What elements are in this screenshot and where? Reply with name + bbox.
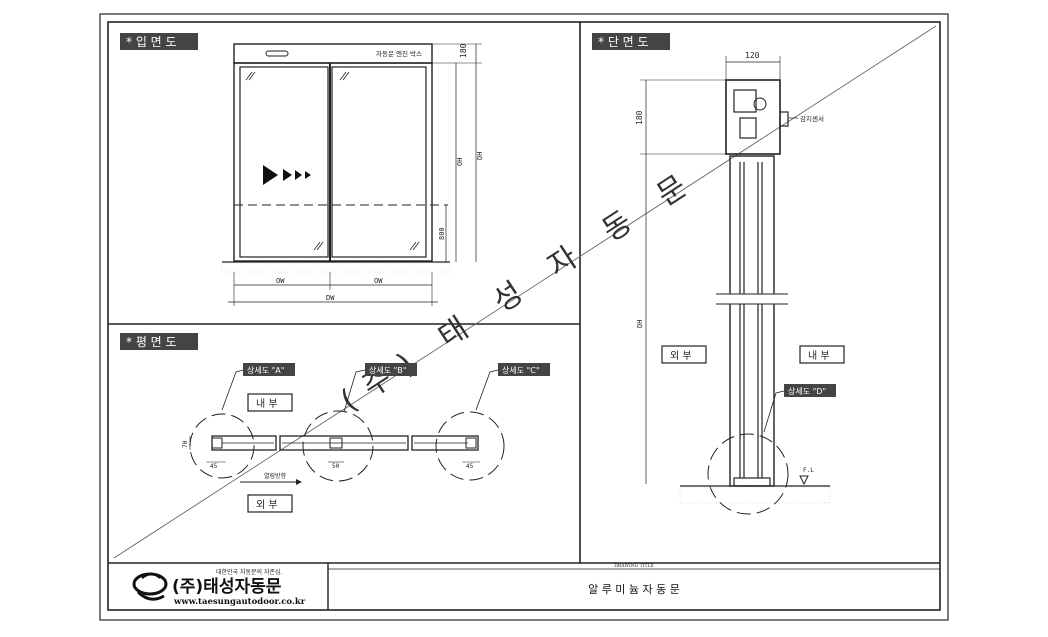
direction-arrow-2 [283, 169, 292, 181]
open-direction-arrowhead [296, 479, 302, 485]
watermark-diagonal [113, 25, 937, 559]
detail-c-tag [498, 363, 550, 376]
watermark-text: (주) 태 성 자 동 문 [335, 161, 705, 418]
dim-45c-label: 45 [466, 463, 474, 470]
section-floor-hatch [679, 486, 831, 504]
plan-outside-box [247, 494, 293, 513]
dim-section-dh-label: DH [636, 320, 644, 328]
detail-b-tag [365, 363, 417, 376]
detail-d-leader [763, 390, 785, 433]
detail-b-leader [343, 369, 366, 413]
dim-70-label: 70 [182, 440, 189, 448]
plan-profile-middle-lock [329, 437, 343, 449]
dim-ow-right-label: OW [374, 277, 383, 285]
section-outside-box [661, 345, 707, 364]
glass-reflection-2 [248, 71, 256, 81]
glass-reflection-5 [313, 241, 321, 251]
detail-b-label: 상세도 "B" [369, 365, 406, 375]
section-title: * 단 면 도 [598, 35, 649, 49]
plan-title: * 평 면 도 [126, 335, 177, 349]
direction-arrow-3 [295, 170, 302, 180]
plan-profile-left-end [211, 437, 223, 449]
door-leaf-left [239, 66, 329, 258]
detail-a-label: 상세도 "A" [247, 365, 284, 375]
plan-outside-label: 외 부 [256, 499, 278, 511]
fl-label: F.L [803, 467, 814, 474]
company-website: www.taesungautodoor.co.kr [173, 597, 306, 607]
header-pulley [753, 97, 767, 111]
section-break-mark [716, 294, 788, 304]
company-slogan: 대한민국 자동문의 자존심. [216, 568, 283, 576]
dim-section-180-label: 180 [635, 110, 644, 125]
glass-reflection-1 [245, 71, 253, 81]
drawing-title: 알 루 미 늄 자 동 문 [588, 582, 680, 596]
glass-reflection-6 [316, 241, 324, 251]
elevation-title-tag [120, 33, 198, 50]
motor-box-indicator [265, 50, 289, 57]
company-name: (주)태성자동문 [172, 577, 282, 597]
header-roller [739, 117, 757, 139]
header-motor [733, 89, 757, 113]
door-leaf-right [331, 66, 427, 258]
glass-reflection-4 [342, 71, 350, 81]
section-door-leaf [729, 155, 775, 487]
dim-dh-label: DH [476, 152, 484, 160]
detail-d-circle [707, 433, 789, 515]
drawing-title-label: DRAWING TITLE [614, 563, 653, 569]
elevation-title: * 입 면 도 [126, 35, 177, 49]
sensor-label: 감지센서 [800, 114, 824, 123]
section-outside-label: 외 부 [670, 350, 692, 362]
bottom-guide [733, 477, 771, 487]
dim-180-label: 180 [459, 43, 468, 58]
detail-c-leader [475, 369, 499, 411]
motor-box-label: 자동문 엔진 박스 [376, 49, 422, 58]
elevation-floor-hatch [221, 262, 451, 273]
dim-dw-label: DW [326, 294, 335, 302]
plan-title-tag [120, 333, 198, 350]
dim-45a-label: 45 [210, 463, 218, 470]
plan-panel: * 평 면 도 상세도 "A" 상세도 "B" 상세도 "C" 내 부 45 [120, 333, 550, 513]
dim-120-label: 120 [745, 51, 760, 60]
dim-800-label: 800 [438, 227, 446, 240]
plan-profile-right-end [465, 437, 477, 449]
plan-profile-right [411, 435, 479, 451]
dim-ow-left-label: OW [276, 277, 285, 285]
plan-profile-middle [279, 435, 409, 451]
dim-50-label: 50 [332, 463, 340, 470]
detail-c-circle [435, 411, 505, 481]
direction-arrow-4 [305, 171, 311, 179]
inner-border [107, 21, 941, 611]
glass-reflection-8 [412, 241, 420, 251]
plan-inside-box [247, 393, 293, 412]
door-frame [233, 62, 433, 262]
company-logo-icon [132, 572, 168, 601]
sensor-body [779, 111, 789, 127]
direction-arrow-large [263, 165, 278, 185]
detail-a-tag [243, 363, 295, 376]
section-panel: * 단 면 도 120 감지센서 180 DH 외 부 [592, 33, 845, 515]
open-direction-label: 열림방향 [264, 472, 287, 480]
elevation-panel: * 입 면 도 자동문 엔진 박스 18 [120, 33, 484, 306]
section-title-tag [592, 33, 670, 50]
outer-border [99, 13, 949, 621]
detail-c-label: 상세도 "C" [502, 365, 540, 375]
glass-reflection-7 [409, 241, 417, 251]
detail-d-tag [784, 384, 836, 397]
dim-oh-label: OH [456, 158, 464, 166]
detail-a-leader [221, 369, 244, 411]
section-inside-label: 내 부 [808, 350, 830, 362]
section-inside-box [799, 345, 845, 364]
detail-d-label: 상세도 "D" [788, 386, 826, 396]
plan-inside-label: 내 부 [256, 398, 278, 410]
fl-triangle [799, 475, 809, 486]
glass-reflection-3 [339, 71, 347, 81]
title-block: 대한민국 자동문의 자존심. (주)태성자동문 www.taesungautod… [132, 563, 940, 610]
detail-b-circle [302, 410, 374, 482]
